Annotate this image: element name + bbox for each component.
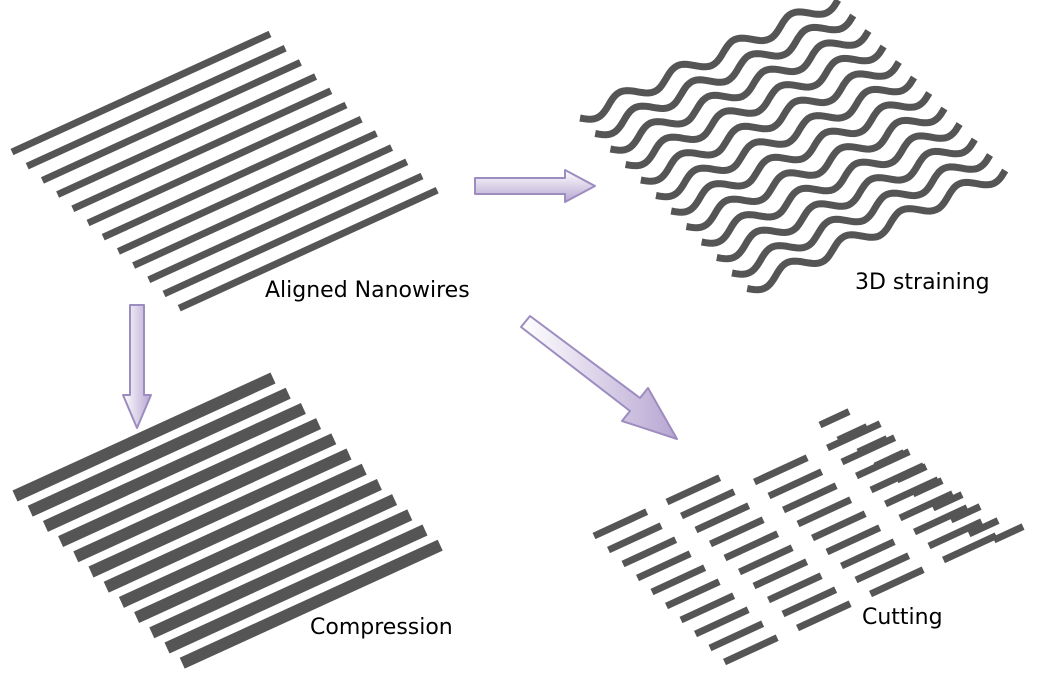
cut-nanowire-segment (723, 634, 779, 666)
compressed-nanowire (88, 448, 352, 578)
cut-nanowire-segment (992, 523, 1025, 544)
cut-nanowire-segment (723, 530, 780, 562)
nanowire (177, 187, 439, 312)
aligned-nanowires-group (10, 30, 439, 312)
compression-label: Compression (310, 615, 453, 640)
compressed-nanowire (164, 524, 428, 654)
straining-label: 3D straining (855, 270, 990, 295)
compressed-nanowire (149, 509, 413, 639)
cut-nanowire-segment (679, 592, 736, 624)
cut-nanowire-segment (694, 502, 751, 534)
strained-nanowire (624, 44, 887, 170)
strained-nanowire (670, 91, 933, 216)
cut-nanowire-segment (895, 463, 928, 484)
strained-nanowire (609, 29, 872, 154)
nanowire (71, 87, 333, 212)
nanowire (56, 73, 318, 198)
cut-nanowire-segment (927, 518, 984, 550)
cutting-label: Cutting (862, 605, 943, 630)
strained-nanowire (746, 168, 1009, 294)
cut-nanowire-segment (913, 504, 969, 536)
cut-nanowire-segment (869, 566, 925, 598)
compressed-nanowire (103, 463, 367, 593)
arrow-diagonal (520, 315, 678, 440)
compressed-nanowire (27, 387, 291, 517)
compressed-nanowire (58, 418, 322, 548)
cut-nanowire-segment (767, 572, 823, 604)
cut-nanowire-segment (767, 468, 824, 500)
cut-nanowire-segment (592, 508, 649, 540)
compressed-nanowire (134, 494, 398, 624)
strained-nanowire (579, 0, 841, 123)
cut-nanowire-segment (796, 600, 852, 632)
strained-nanowires-group (579, 0, 1009, 294)
aligned-nanowires-label: Aligned Nanowires (265, 278, 470, 303)
cut-nanowire-segment (840, 538, 896, 570)
nanowire (147, 158, 409, 283)
cut-nanowire-segment (665, 578, 721, 610)
cut-nanowire-segment (811, 510, 867, 542)
cut-nanowire-segment (752, 558, 809, 590)
cut-nanowire-segment (680, 488, 736, 520)
cut-nanowire-segment (607, 522, 663, 554)
strained-nanowire (731, 153, 993, 278)
cut-nanowire-segment (694, 606, 750, 638)
cut-nanowire-segment (825, 524, 882, 556)
cut-nanowire-segment (856, 435, 889, 456)
compressed-nanowire (179, 539, 443, 669)
nanowire (162, 172, 424, 298)
cut-nanowire-segment (650, 564, 707, 596)
cut-nanowire-segment (709, 516, 765, 548)
strained-nanowire (716, 137, 978, 263)
cut-nanowire-segment (911, 477, 944, 498)
compressed-nanowire (42, 402, 306, 532)
cut-nanowire-segment (836, 423, 869, 444)
compressed-nanowires-group (12, 372, 443, 669)
strained-nanowire (685, 106, 948, 232)
nanowire (40, 59, 302, 184)
strained-nanowire (700, 122, 963, 247)
cut-nanowire-segment (796, 496, 853, 528)
compressed-nanowire (12, 372, 276, 502)
cut-nanowire-segment (873, 449, 906, 470)
cut-nanowire-segment (738, 544, 794, 576)
nanowire (132, 144, 394, 269)
cut-nanowire-segment (967, 517, 1000, 538)
cut-nanowire-segment (898, 490, 955, 522)
cut-nanowire-segment (931, 491, 964, 512)
nanowire (101, 116, 363, 241)
cut-nanowire-segment (818, 408, 851, 429)
nanowire (10, 30, 272, 156)
cut-nanowires-group (592, 408, 1025, 666)
cut-nanowire-segment (949, 503, 982, 524)
strained-nanowire (594, 13, 857, 139)
cut-nanowire-segment (782, 482, 838, 514)
nanowire (25, 45, 287, 170)
compressed-nanowire (118, 478, 382, 608)
strained-nanowire (655, 75, 917, 201)
arrow-down (122, 304, 152, 429)
arrow-right (474, 169, 596, 203)
cut-nanowire-segment (665, 474, 722, 506)
cut-nanowire-segment (636, 550, 692, 582)
cut-nanowire-segment (854, 552, 911, 584)
cut-nanowire-segment (753, 454, 809, 486)
cut-nanowire-segment (621, 536, 678, 568)
nanowire (86, 101, 348, 227)
cut-nanowire-segment (942, 532, 998, 564)
cut-nanowire-segment (708, 620, 765, 652)
compressed-nanowire (73, 433, 337, 563)
nanowire (116, 130, 378, 255)
cut-nanowire-segment (781, 586, 838, 618)
strained-nanowire (640, 60, 902, 185)
